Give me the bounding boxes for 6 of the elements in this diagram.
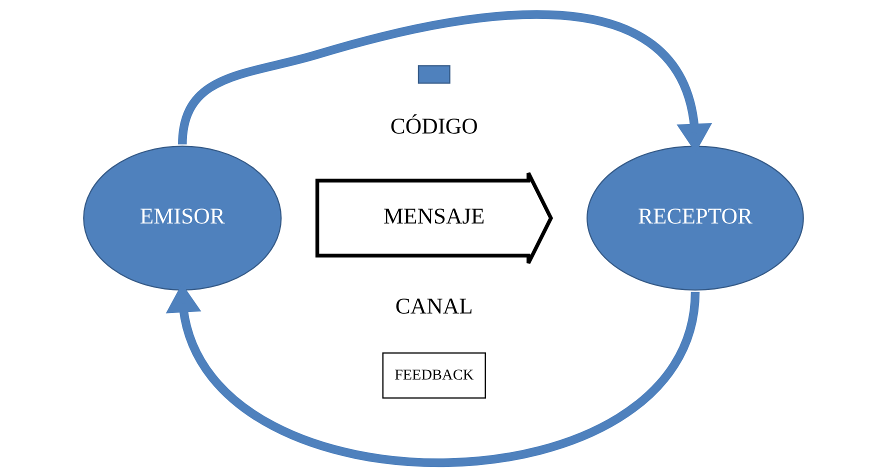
node-box: FEEDBACK <box>382 352 486 398</box>
node-box <box>417 64 450 84</box>
node-ellipse: EMISOR <box>82 145 282 290</box>
label: CANAL <box>394 293 472 318</box>
label: CÓDIGO <box>390 113 478 138</box>
node-ellipse: RECEPTOR <box>586 145 804 290</box>
